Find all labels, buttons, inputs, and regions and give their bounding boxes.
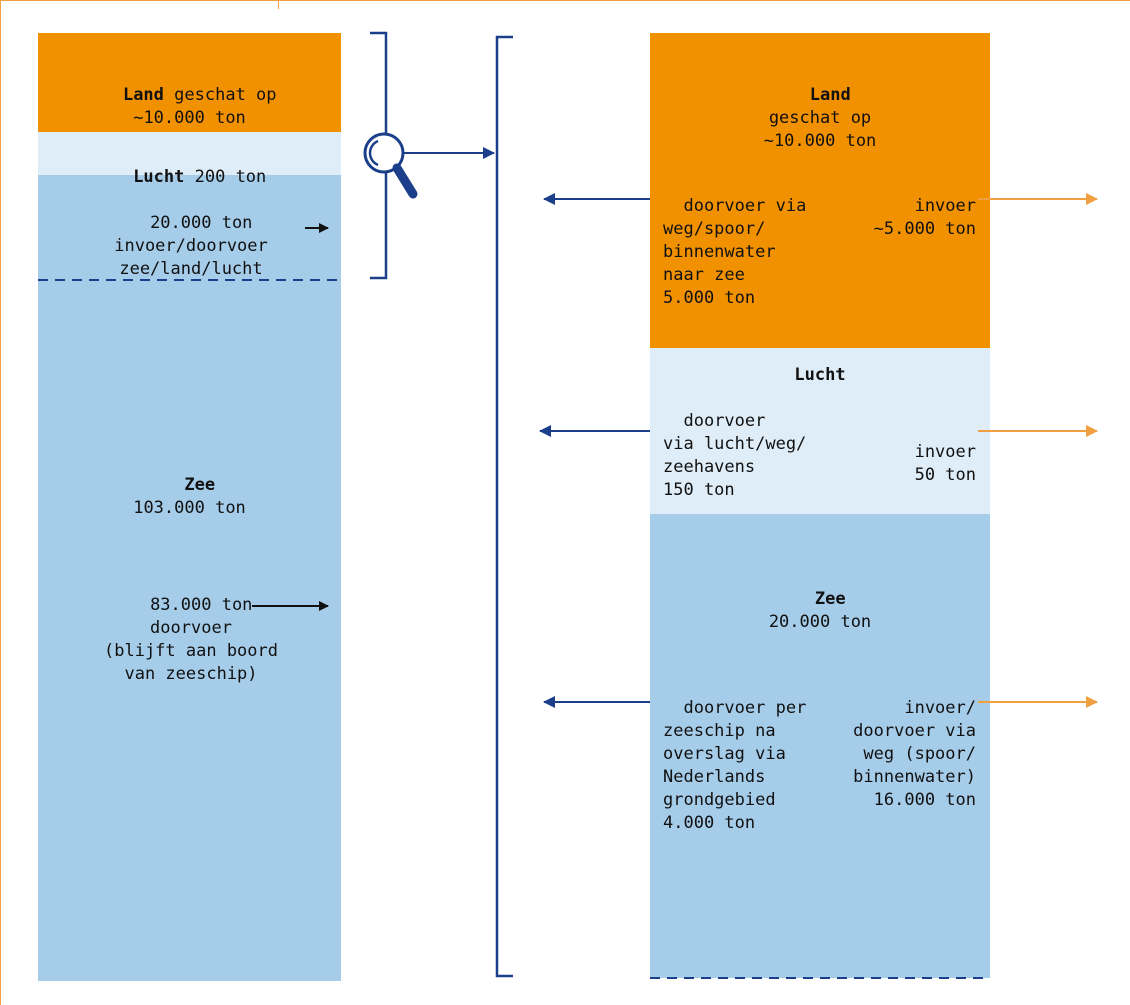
right-zee-left-line: doorvoer per — [683, 698, 807, 718]
right-land-right-text: invoer ~5.000 ton — [820, 172, 976, 241]
right-zee-left-line: grondgebied — [663, 790, 776, 810]
right-zee-title: Zee — [814, 589, 846, 609]
right-zee-label: Zee 20.000 ton — [650, 565, 990, 634]
left-lucht-title: Lucht — [133, 167, 185, 187]
magnifier-icon — [363, 132, 418, 199]
right-zee-left-line: overslag via — [663, 744, 786, 764]
right-lucht-title: Lucht — [794, 365, 846, 385]
right-lucht-right-text: invoer 50 ton — [860, 418, 976, 487]
right-lucht-left-line: doorvoer — [683, 411, 766, 431]
right-zee-right-text: invoer/doorvoer via weg (spoor/binnenwate… — [816, 674, 976, 812]
right-land-right-line: ~5.000 ton — [873, 219, 976, 239]
right-land-right-line: invoer — [914, 196, 976, 216]
right-lucht-block — [650, 348, 990, 514]
frame-tick — [278, 0, 279, 9]
right-land-left-line: naar zee — [663, 265, 745, 285]
right-zee-left-line: Nederlands — [663, 767, 766, 787]
right-land-left-text: doorvoer via weg/spoor/binnenwater naar ze… — [663, 172, 806, 310]
right-zee-right-line: invoer/ — [904, 698, 976, 718]
left-transit-line4: van zeeschip) — [124, 664, 258, 684]
right-zee-right-line: 16.000 ton — [873, 790, 976, 810]
large-bracket — [495, 35, 513, 978]
left-zee-text: 103.000 ton — [133, 498, 246, 518]
left-lucht-label: Lucht 200 ton — [38, 143, 341, 189]
left-land-block — [38, 33, 341, 132]
right-zee-right-line: binnenwater) — [853, 767, 976, 787]
right-lucht-left-line: zeehavens — [663, 457, 756, 477]
left-import-line2: invoer/doorvoer — [114, 236, 268, 256]
right-land-left-line: binnenwater — [663, 242, 776, 262]
left-transit-line2: doorvoer — [150, 618, 232, 638]
left-transit-line1: 83.000 ton — [150, 595, 253, 615]
right-zee-line1: 20.000 ton — [768, 612, 872, 632]
right-land-left-line: doorvoer via — [683, 196, 807, 216]
left-import-line1: 20.000 ton — [150, 213, 253, 233]
right-land-left-line: weg/spoor/ — [663, 219, 766, 239]
right-land-line2: ~10.000 ton — [763, 131, 877, 151]
left-lucht-text: 200 ton — [194, 167, 267, 187]
left-land-text2: ~10.000 ton — [133, 108, 246, 128]
left-zee-label: Zee 103.000 ton — [38, 451, 341, 520]
right-zee-left-line: 4.000 ton — [663, 813, 756, 833]
right-lucht-left-line: 150 ton — [663, 480, 735, 500]
right-zee-left-line: zeeschip na — [663, 721, 776, 741]
left-import-transit-text: 20.000 ton invoer/doorvoer zee/land/lucht — [96, 189, 286, 281]
left-zee-title: Zee — [184, 475, 216, 495]
left-lucht-block — [38, 132, 341, 175]
frame-top-line — [0, 0, 1130, 1]
right-zee-right-line: weg (spoor/ — [863, 744, 976, 764]
left-land-text1: geschat op — [174, 85, 277, 105]
right-zee-right-line: doorvoer via — [853, 721, 976, 741]
left-transit-line3: (blijft aan boord — [104, 641, 278, 661]
right-zee-block — [650, 514, 990, 978]
right-land-left-line: 5.000 ton — [663, 288, 756, 308]
frame-left-line — [0, 0, 1, 1005]
right-lucht-right-line: 50 ton — [914, 465, 976, 485]
right-lucht-left-line: via lucht/weg/ — [663, 434, 807, 454]
right-land-label: Land geschat op ~10.000 ton — [650, 61, 990, 153]
right-land-block — [650, 33, 990, 348]
right-land-title: Land — [809, 85, 851, 105]
left-zee-block — [38, 175, 341, 981]
right-lucht-left-text: doorvoer via lucht/weg/zeehavens 150 ton — [663, 387, 806, 502]
left-land-title: Land — [122, 85, 164, 105]
left-import-line3: zee/land/lucht — [119, 259, 263, 279]
right-lucht-right-line: invoer — [914, 442, 976, 462]
left-transit-text: 83.000 ton doorvoer (blijft aan boord van z… — [96, 571, 286, 686]
right-land-line1: geschat op — [768, 108, 872, 128]
left-land-label: Land geschat op ~10.000 ton — [38, 61, 341, 130]
